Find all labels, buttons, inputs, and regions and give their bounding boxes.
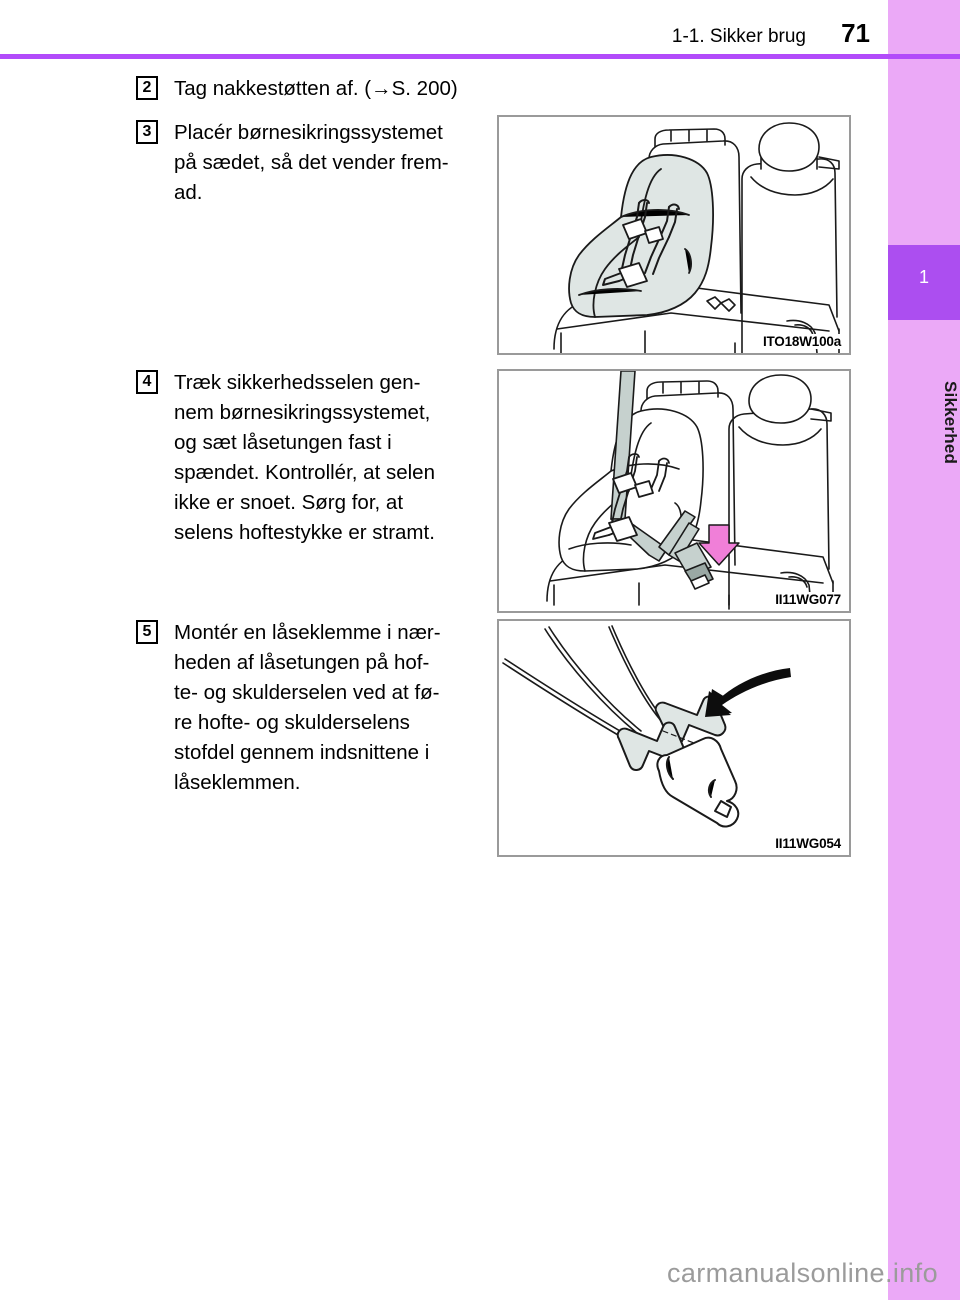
page-number: 71 <box>841 18 870 48</box>
step-number-badge: 2 <box>136 76 158 100</box>
step-line: låseklemmen. <box>174 771 301 794</box>
step-line: Montér en låseklemme i nær- <box>174 621 441 644</box>
pink-down-arrow <box>698 524 740 566</box>
figure-child-seat-placement: ITO18W100a <box>497 115 851 355</box>
figure-caption: II11WG077 <box>773 592 843 607</box>
step-line: selens hoftestykke er stramt. <box>174 521 435 544</box>
step-text: Placér børnesikringssystemet på sædet, s… <box>174 118 487 208</box>
figure-caption: II11WG054 <box>773 836 843 851</box>
chapter-tab: 1 <box>888 245 960 320</box>
black-callout-arrow <box>705 668 791 717</box>
figure-seatbelt-routing: II11WG077 <box>497 369 851 613</box>
page-content: 2 Tag nakkestøtten af. (→S. 200) 3 Placé… <box>0 62 888 1242</box>
chapter-label: Sikkerhed <box>941 381 960 465</box>
header-section-title: 1-1. Sikker brug <box>671 26 806 47</box>
chapter-sidebar-background <box>888 0 960 1300</box>
step-line: på sædet, så det vender frem- <box>174 151 449 174</box>
step-line: ikke er snoet. Sørg for, at <box>174 491 404 514</box>
step-line: heden af låsetungen på hof- <box>174 651 430 674</box>
step-line: Placér børnesikringssystemet <box>174 121 443 144</box>
step-number-badge: 4 <box>136 370 158 394</box>
step-line: stofdel gennem indsnittene i <box>174 741 430 764</box>
step-line: og sæt låsetungen fast i <box>174 431 392 454</box>
chapter-sidebar: 1 Sikkerhed <box>888 0 960 1300</box>
step-line: ad. <box>174 181 203 204</box>
step-line: Træk sikkerhedsselen gen- <box>174 371 421 394</box>
figure-locking-clip: II11WG054 <box>497 619 851 857</box>
step-text: Træk sikkerhedsselen gen- nem børnesikri… <box>174 368 487 548</box>
step-line: re hofte- og skulderselens <box>174 711 410 734</box>
figure-1-illustration <box>553 122 840 353</box>
step-number-badge: 3 <box>136 120 158 144</box>
figure-caption: ITO18W100a <box>760 334 843 349</box>
step-text: Montér en låseklemme i nær- heden af lås… <box>174 618 487 798</box>
step-line: te- og skulderselen ved at fø- <box>174 681 440 704</box>
header-divider-rule <box>0 54 960 59</box>
step-line: spændet. Kontrollér, at selen <box>174 461 435 484</box>
step-line: nem børnesikringssystemet, <box>174 401 431 424</box>
chapter-number: 1 <box>918 267 929 287</box>
figure-2-illustration <box>546 371 834 610</box>
figure-3-illustration <box>502 625 791 828</box>
page-header: 1-1. Sikker brug 71 <box>0 18 888 52</box>
site-watermark: carmanualsonline.info <box>666 1258 938 1288</box>
step-number-badge: 5 <box>136 620 158 644</box>
step-text: Tag nakkestøtten af. (→S. 200) <box>174 77 458 100</box>
